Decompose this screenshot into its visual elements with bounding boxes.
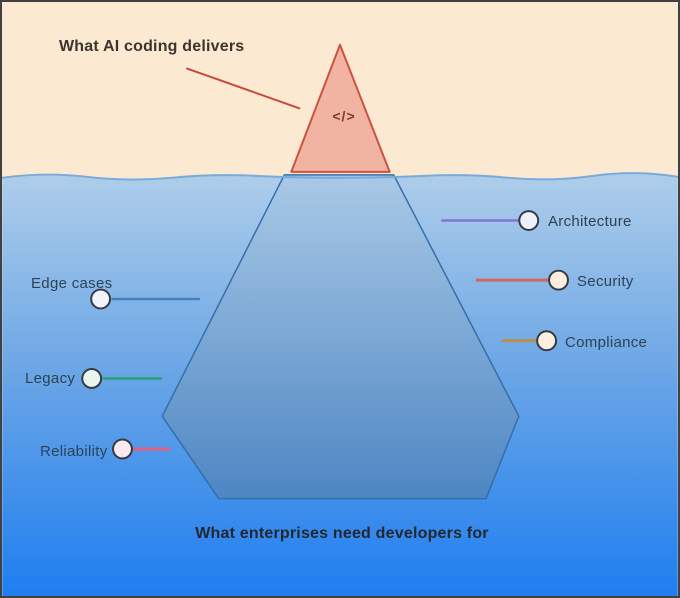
- label-compliance: Compliance: [565, 334, 648, 351]
- marker-circle-edge-cases: [90, 288, 112, 310]
- bottom-caption: What enterprises need developers for: [195, 525, 489, 542]
- annotation-line: [186, 67, 301, 110]
- iceberg-tip: [290, 43, 391, 173]
- code-icon: </>: [332, 108, 356, 124]
- label-reliability: Reliability: [40, 443, 108, 460]
- marker-circle-architecture: [518, 210, 540, 231]
- iceberg-underwater-body: [161, 174, 520, 500]
- label-security: Security: [577, 273, 634, 290]
- top-title: What AI coding delivers: [59, 38, 245, 55]
- marker-circle-security: [548, 269, 569, 291]
- label-edge-cases: Edge cases: [31, 275, 113, 292]
- marker-circle-legacy: [81, 368, 103, 389]
- waterline-wave: [2, 172, 678, 181]
- marker-circle-reliability: [112, 438, 133, 460]
- label-legacy: Legacy: [25, 370, 76, 387]
- label-architecture: Architecture: [548, 213, 632, 230]
- marker-circle-compliance: [536, 330, 558, 352]
